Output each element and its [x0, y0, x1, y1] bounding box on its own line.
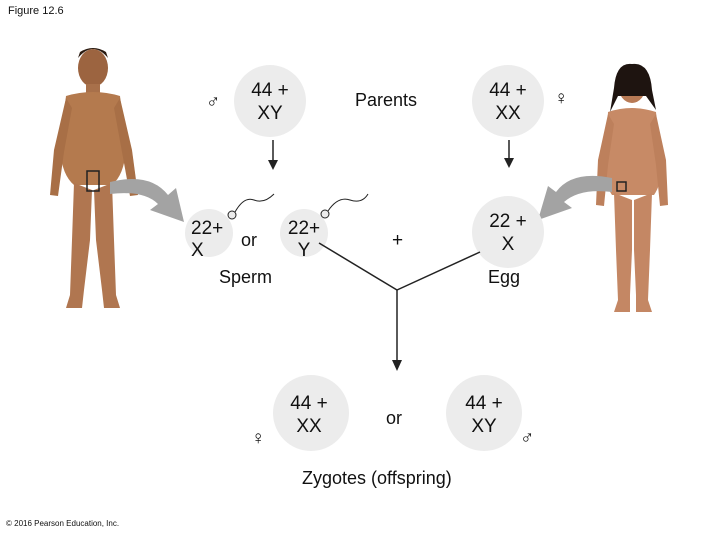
zygote-female-circle — [273, 375, 349, 451]
sperm-or: or — [241, 230, 258, 250]
male-symbol-icon: ♂ — [520, 428, 535, 449]
mother-circle — [472, 65, 544, 137]
arrow-down-icon — [268, 140, 278, 170]
curved-arrow-icon — [110, 178, 184, 222]
sperm-label: Sperm — [219, 267, 273, 287]
father-circle — [234, 65, 306, 137]
zygote-male-circle — [446, 375, 522, 451]
copyright-notice: © 2016 Pearson Education, Inc. — [6, 519, 120, 528]
zygotes-label: Zygotes (offspring) — [302, 468, 452, 488]
female-symbol-icon: ♀ — [554, 88, 569, 109]
plus-sign: + — [392, 230, 404, 251]
sperm-x — [185, 193, 275, 257]
zygote-male-chromosomes: 44 + XY — [465, 393, 503, 437]
egg-circle — [472, 196, 544, 268]
arrow-down-icon — [504, 140, 514, 168]
sperm-y-chromosomes: 22+ Y — [287, 218, 321, 261]
zygote-female-chromosomes: 44 + XX — [290, 393, 328, 437]
sperm-y — [280, 193, 369, 257]
female-figure — [596, 63, 668, 312]
egg-label: Egg — [488, 267, 521, 287]
figure-label: Figure 12.6 — [8, 5, 64, 17]
sperm-icon — [320, 209, 330, 219]
egg-chromosomes: 22 + X — [489, 211, 527, 255]
father-chromosomes: 44 + XY — [251, 80, 289, 124]
mother-chromosomes: 44 + XX — [489, 80, 527, 124]
parents-label: Parents — [355, 90, 418, 110]
sperm-icon — [227, 210, 237, 220]
zygote-or: or — [386, 408, 403, 428]
female-symbol-icon: ♀ — [251, 428, 266, 449]
fertilization-lines — [318, 242, 481, 371]
sperm-x-chromosomes: 22+ X — [191, 218, 224, 261]
male-figure — [50, 48, 138, 308]
curved-arrow-icon — [538, 175, 612, 220]
male-symbol-icon: ♂ — [206, 92, 221, 113]
